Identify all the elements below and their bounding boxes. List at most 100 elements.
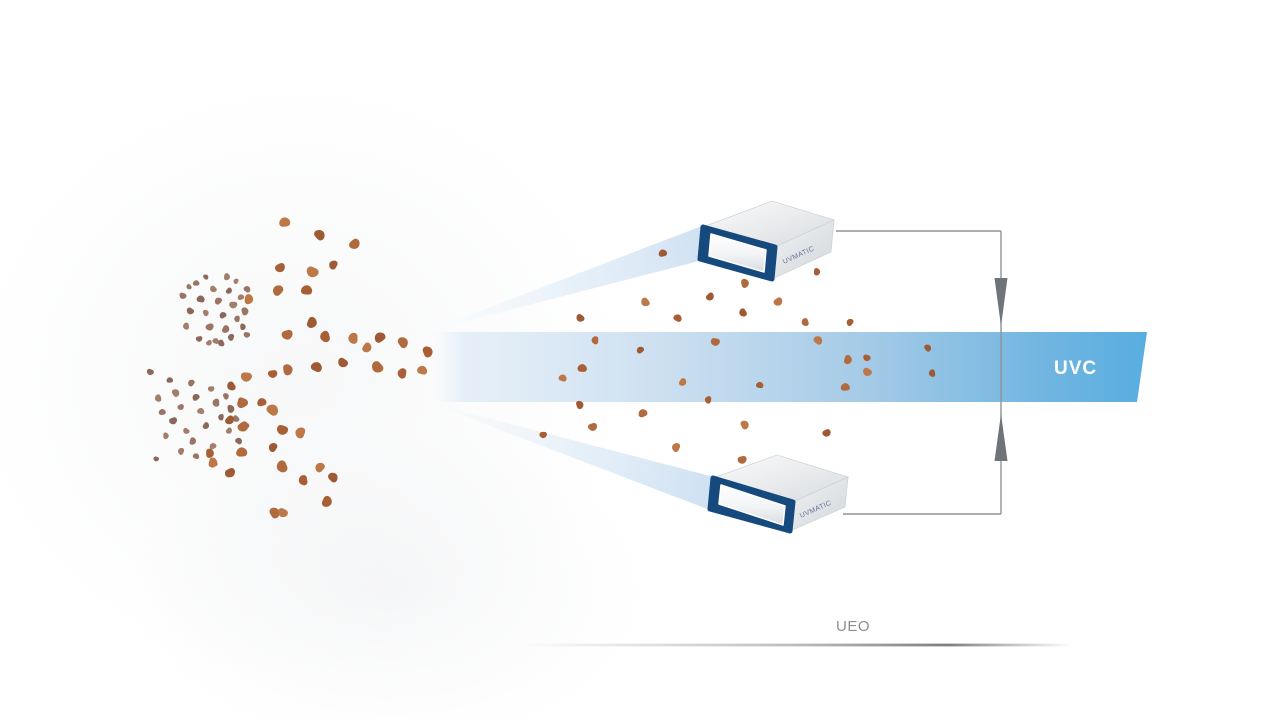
particle: [229, 301, 238, 309]
particle: [417, 365, 428, 375]
particle: [212, 338, 219, 344]
particle: [349, 238, 360, 249]
particle: [208, 457, 218, 468]
particle: [558, 374, 567, 382]
arrow-down-icon: [994, 278, 1008, 326]
particle: [320, 330, 330, 343]
particle: [210, 285, 217, 293]
particle: [225, 287, 232, 294]
footer-divider-line: [520, 643, 1115, 647]
particle: [154, 394, 162, 402]
particle: [169, 417, 178, 425]
particle: [338, 357, 348, 368]
particle: [397, 368, 407, 379]
particle: [209, 443, 217, 450]
particle: [237, 294, 245, 301]
particle: [739, 308, 747, 317]
uvc-band-label: UVC: [1054, 358, 1097, 379]
particle: [279, 217, 291, 227]
particle: [223, 393, 229, 400]
particle: [329, 260, 338, 270]
particle: [214, 297, 222, 305]
particle: [576, 313, 585, 322]
particle: [225, 427, 232, 434]
particle: [822, 429, 831, 437]
particle: [219, 312, 227, 319]
background-wash: [130, 430, 650, 720]
particle: [274, 262, 285, 273]
particle: [844, 355, 852, 365]
particle: [171, 389, 180, 397]
particle: [186, 307, 195, 315]
particle: [638, 409, 648, 418]
particle: [240, 323, 246, 331]
particle: [306, 266, 319, 278]
particle: [186, 283, 192, 290]
particle: [206, 339, 212, 346]
particle: [222, 325, 230, 333]
particle: [244, 294, 254, 305]
particle: [372, 361, 384, 373]
device-lamp-opening: [708, 233, 767, 273]
particle: [203, 274, 209, 280]
particle: [591, 336, 599, 345]
particle: [192, 393, 200, 401]
particle: [273, 285, 284, 296]
particle: [237, 421, 249, 432]
particle: [321, 495, 332, 507]
particle: [197, 407, 205, 415]
particle: [276, 425, 289, 435]
particle: [269, 507, 280, 519]
particle: [863, 354, 871, 362]
particle: [243, 332, 251, 338]
particle: [177, 447, 185, 455]
particle: [374, 332, 386, 343]
particle: [257, 398, 267, 407]
particle: [577, 364, 587, 372]
particle: [773, 297, 783, 306]
particle: [225, 468, 235, 478]
particle: [813, 267, 821, 276]
footer-brand-label: UEO: [836, 618, 870, 635]
particle: [232, 415, 240, 422]
particle: [306, 316, 317, 328]
particle: [801, 318, 809, 327]
particle: [314, 229, 325, 241]
particle: [295, 427, 306, 439]
particle: [348, 332, 358, 344]
particle: [153, 456, 160, 462]
particle: [235, 437, 242, 445]
particle: [310, 362, 322, 373]
particle: [240, 372, 252, 382]
particle: [268, 443, 278, 453]
particle: [225, 415, 234, 425]
particle: [710, 338, 720, 346]
particle: [202, 422, 210, 430]
particle: [315, 462, 325, 473]
particle: [741, 278, 749, 288]
particle: [924, 344, 932, 352]
particle: [539, 431, 547, 439]
particle: [227, 381, 236, 391]
particle: [243, 286, 251, 293]
particle: [397, 337, 408, 349]
particle: [863, 367, 872, 376]
particle: [840, 383, 850, 391]
particle: [846, 318, 854, 327]
particle: [672, 443, 681, 452]
particle: [576, 400, 584, 410]
particle: [678, 378, 687, 386]
particle: [278, 508, 288, 518]
uvc-beam-top: [428, 226, 702, 331]
particle: [192, 280, 200, 286]
particle: [928, 369, 936, 377]
particle: [283, 364, 293, 376]
particle: [183, 322, 189, 330]
particle: [218, 414, 224, 421]
particle: [267, 370, 278, 378]
particle: [276, 460, 288, 473]
particle: [422, 346, 433, 358]
particle: [755, 381, 764, 389]
